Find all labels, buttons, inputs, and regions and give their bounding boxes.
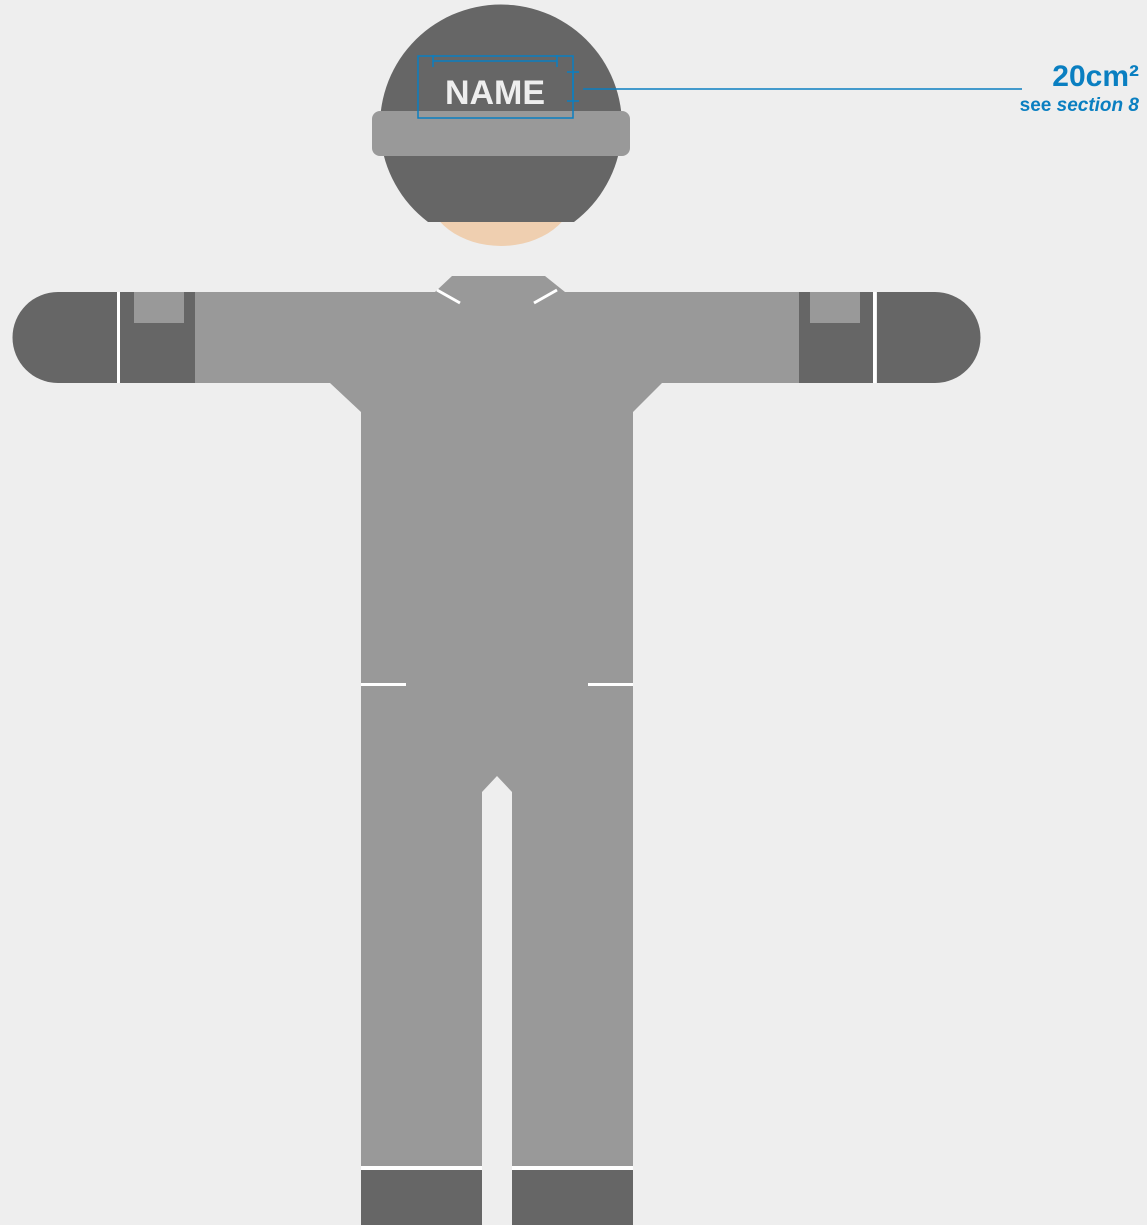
arms [13, 292, 981, 383]
right-boot [512, 1170, 633, 1225]
right-arm-pocket [810, 292, 860, 323]
right-glove [877, 292, 981, 383]
arms-sleeves [190, 292, 802, 383]
name-label-text: NAME [445, 74, 545, 112]
right-pocket-seam [588, 683, 633, 686]
area-callout: 20cm² see section 8 [1020, 62, 1139, 115]
head [372, 5, 630, 246]
right-boot-seam [512, 1166, 633, 1170]
area-value: 20cm² [1020, 62, 1139, 92]
right-cuff-seam [873, 292, 876, 383]
left-boot-seam [361, 1166, 482, 1170]
left-cuff-seam [117, 292, 120, 383]
coverall-body [330, 276, 662, 1225]
left-boot [361, 1170, 482, 1225]
torso-and-legs [330, 383, 662, 1225]
collar [435, 276, 565, 292]
left-pocket-seam [361, 683, 406, 686]
left-arm-pocket [134, 292, 184, 323]
left-glove [13, 292, 118, 383]
section-reference: see section 8 [1020, 96, 1139, 115]
reference-prefix: see [1020, 95, 1052, 116]
reference-section: section 8 [1057, 95, 1139, 116]
